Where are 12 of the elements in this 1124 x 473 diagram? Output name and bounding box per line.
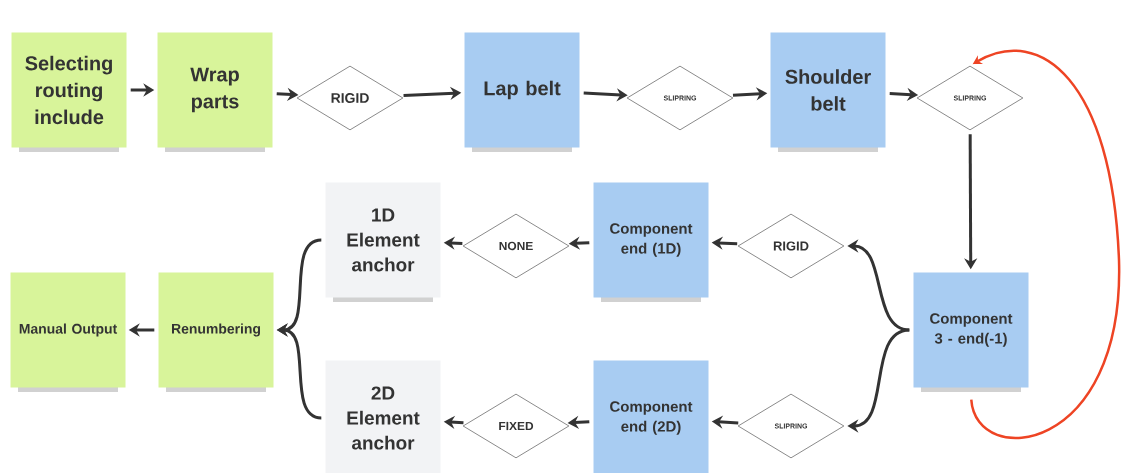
sticky-note: Component 3 - end(-1) [913,272,1029,392]
sticky-note: 1D Element anchor [325,182,441,302]
sticky-note: Lap belt [464,32,580,152]
sticky-note: Selecting routing include [11,32,127,152]
sticky-note: Renumbering [158,272,274,392]
sticky-note: Shoulder belt [770,32,886,152]
sticky-note: 2D Element anchor [325,360,441,473]
curved-arrow [970,49,1121,440]
sticky-note: Component end (1D) [593,182,709,302]
sticky-note: Component end (2D) [593,360,709,473]
sticky-note: Manual Output [10,272,126,392]
sticky-note: Wrap parts [157,32,273,152]
